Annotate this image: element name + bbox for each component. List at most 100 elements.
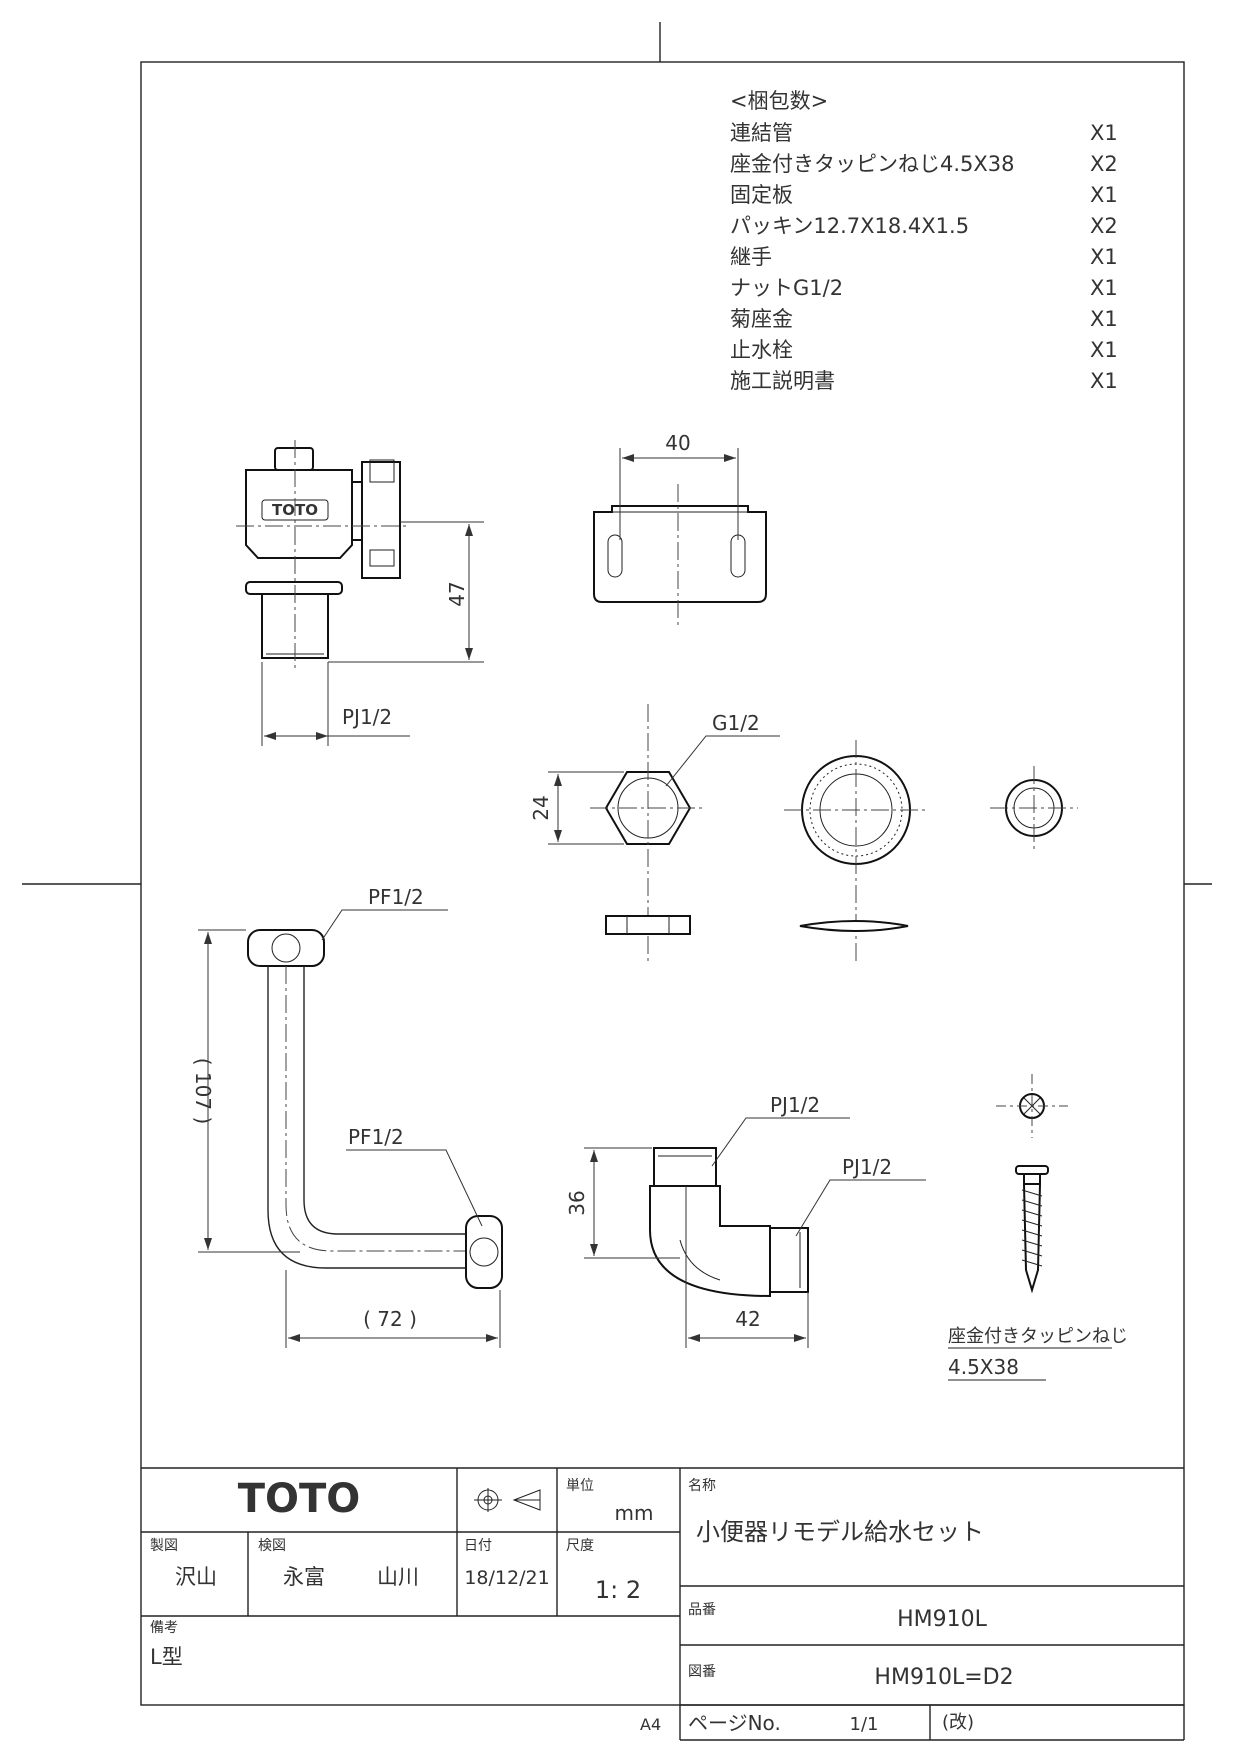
product-name: 小便器リモデル給水セット <box>696 1518 984 1546</box>
packing-item: 菊座金 <box>730 307 793 331</box>
screw-washer-head <box>1015 1165 1049 1175</box>
pipe-side-label: PF1/2 <box>348 1125 404 1149</box>
packing-qty: X1 <box>1090 245 1118 269</box>
pipe-width-dim: ( 72 ) <box>363 1307 417 1331</box>
elbow-side-leader <box>795 1179 926 1237</box>
title-block: TOTO 単位 mm 名称 小便器リモデル給水セット 製図 沢山 検図 永富 山… <box>141 1467 1185 1741</box>
elbow-bend-line <box>679 1239 721 1281</box>
dim-arrows <box>688 1334 806 1342</box>
scale-value: 1: 2 <box>595 1576 641 1604</box>
pipe-outer-wall <box>267 966 466 1269</box>
screw-label-line1: 座金付きタッピンねじ <box>948 1326 1128 1347</box>
elbow-top-leader <box>711 1117 850 1167</box>
packing-qty: X1 <box>1090 183 1118 207</box>
elbow-body <box>649 1185 771 1298</box>
pipe-top-nut-face <box>271 933 301 963</box>
dim-arrows <box>622 454 736 462</box>
packing-qty: X2 <box>1090 214 1118 238</box>
stop-valve-drawing: TOTO 47 PJ1/2 <box>236 440 484 746</box>
elbow-top-label: PJ1/2 <box>770 1093 820 1117</box>
screw-neck <box>1023 1173 1041 1185</box>
plate-outline <box>593 505 767 603</box>
packing-item: 止水栓 <box>730 338 793 362</box>
paper-size: A4 <box>640 1715 661 1734</box>
plate-slot-left <box>607 534 623 578</box>
packing-item: ナットG1/2 <box>730 276 843 300</box>
valve-thread-label: PJ1/2 <box>342 705 392 729</box>
projection-symbol <box>474 1488 541 1512</box>
pipe-side-nut <box>465 1215 503 1289</box>
drawn-by: 沢山 <box>175 1565 217 1589</box>
elbow-width-dim: 42 <box>735 1307 760 1331</box>
nut-leader <box>665 735 780 787</box>
date-value: 18/12/21 <box>464 1567 549 1589</box>
nut-side-view <box>605 915 691 935</box>
valve-handle-bottom <box>369 549 395 567</box>
drawing-no-label: 図番 <box>688 1664 716 1680</box>
pipe-inner-wall <box>303 966 466 1235</box>
valve-handle <box>361 461 401 579</box>
packing-qty: X2 <box>1090 152 1118 176</box>
pipe-top-nut <box>247 929 325 967</box>
dim-arrows <box>590 1150 598 1256</box>
valve-cap <box>274 447 314 471</box>
elbow-side-label: PJ1/2 <box>842 1155 892 1179</box>
remarks-label: 備考 <box>150 1620 178 1636</box>
packing-qty: X1 <box>1090 369 1118 393</box>
nut-thread-label: G1/2 <box>712 711 760 735</box>
scale-label: 尺度 <box>566 1538 594 1554</box>
fixing-plate-drawing: 40 <box>593 431 767 628</box>
elbow-height-dim: 36 <box>565 1190 589 1215</box>
company-logo: TOTO <box>238 1476 361 1522</box>
packing-item: 座金付きタッピンねじ4.5X38 <box>730 152 1015 176</box>
valve-height-dim: 47 <box>445 581 469 606</box>
pipe-centerline <box>285 966 466 1252</box>
drawing-no-value: HM910L=D2 <box>874 1665 1013 1690</box>
toothed-washer-drawing <box>784 740 928 964</box>
packing-qty: X1 <box>1090 307 1118 331</box>
checked-by-2: 山川 <box>377 1565 419 1589</box>
pipe-side-nut-face <box>469 1237 499 1267</box>
elbow-side-thread <box>769 1227 809 1293</box>
valve-flange <box>245 581 343 595</box>
nut-drawing: 24 G1/2 <box>529 704 780 964</box>
plate-width-dim: 40 <box>665 431 690 455</box>
pipe-side-leader <box>346 1149 483 1227</box>
packing-qty: X1 <box>1090 338 1118 362</box>
elbow-joint-drawing: 36 42 PJ1/2 PJ1/2 <box>565 1093 926 1348</box>
packing-ring-drawing <box>990 766 1078 850</box>
pipe-height-dim: ( 107 ) <box>191 1058 215 1125</box>
packing-item: 継手 <box>730 245 772 269</box>
checked-by-1: 永富 <box>283 1565 325 1589</box>
pipe-top-label: PF1/2 <box>368 885 424 909</box>
valve-side-port <box>351 481 363 541</box>
revision-label: (改) <box>942 1712 974 1733</box>
remarks-value: L型 <box>150 1645 183 1669</box>
washer-side-view <box>799 920 909 932</box>
packing-rows: 連結管 X1 座金付きタッピンねじ4.5X38 X2 固定板 X1 パッキン12… <box>730 121 1118 393</box>
packing-item: 固定板 <box>730 183 793 207</box>
unit-label: 単位 <box>566 1478 594 1494</box>
pipe-top-leader <box>321 909 448 941</box>
page-label: ページNo. <box>688 1711 781 1735</box>
packing-list: <梱包数> 連結管 X1 座金付きタッピンねじ4.5X38 X2 固定板 X1 … <box>730 89 1118 393</box>
valve-body <box>245 469 353 559</box>
checked-label: 検図 <box>258 1538 286 1554</box>
packing-item: 施工説明書 <box>730 369 835 393</box>
unit-value: mm <box>615 1501 654 1525</box>
tapping-screw-drawing: 座金付きタッピンねじ 4.5X38 <box>948 1074 1128 1381</box>
packing-item: 連結管 <box>730 121 793 145</box>
screw-thread <box>1021 1189 1043 1267</box>
connecting-pipe-drawing: ( 107 ) ( 72 ) PF1/2 PF1/2 <box>191 885 503 1348</box>
packing-qty: X1 <box>1090 276 1118 300</box>
screw-label-line2: 4.5X38 <box>948 1355 1019 1379</box>
sheet-border <box>140 61 1185 1706</box>
part-no-value: HM910L <box>897 1607 988 1632</box>
packing-heading: <梱包数> <box>730 89 828 113</box>
elbow-top-thread <box>653 1147 717 1187</box>
drawn-label: 製図 <box>150 1538 178 1554</box>
part-no-label: 品番 <box>688 1602 716 1618</box>
name-label: 名称 <box>688 1478 716 1494</box>
packing-qty: X1 <box>1090 121 1118 145</box>
